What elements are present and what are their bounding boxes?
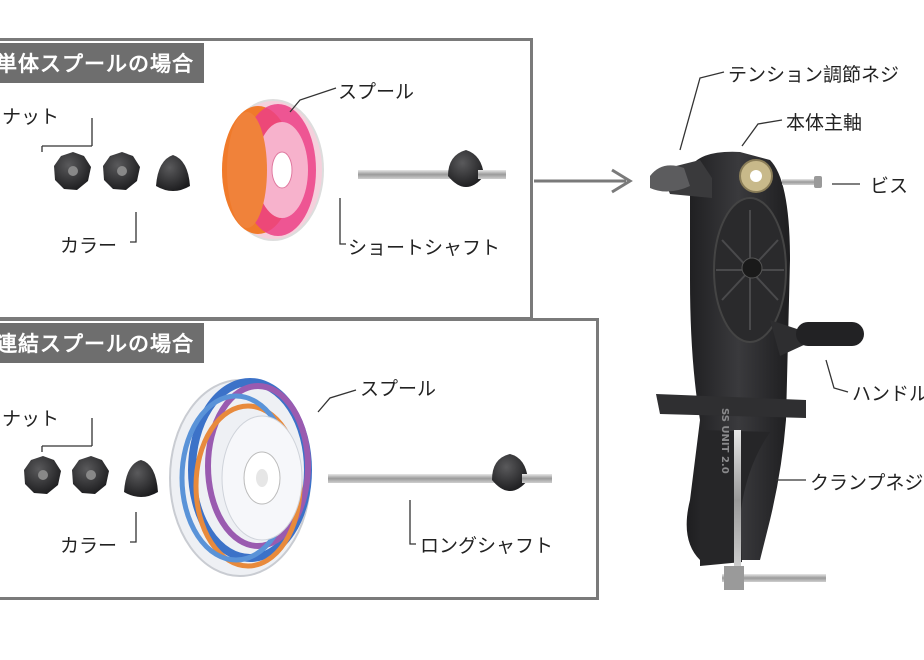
collar-icon-1 xyxy=(156,155,190,191)
body-shaft-label: 本体主軸 xyxy=(786,112,863,134)
long-shaft-icon xyxy=(328,454,552,491)
spool-label-2: スプール xyxy=(360,378,437,400)
device-leaders xyxy=(679,71,860,481)
panel-single-title: 単体スプールの場合 xyxy=(0,43,204,83)
nut-bracket-2 xyxy=(41,418,93,452)
long-shaft-label: ロングシャフト xyxy=(420,535,554,557)
line-winder-device xyxy=(650,151,864,590)
collar-label-2: カラー xyxy=(60,535,118,557)
spool-orange-icon xyxy=(222,99,324,241)
spool-label-1: スプール xyxy=(338,81,415,103)
short-shaft-bracket xyxy=(339,198,346,245)
nut-bracket-1 xyxy=(41,118,93,152)
screw-label: ビス xyxy=(870,175,909,197)
nut-label-2: ナット xyxy=(2,408,60,430)
nut-icon-1a xyxy=(54,152,91,190)
brand-text: SS UNIT 2.0 xyxy=(719,408,730,474)
arrow-to-device xyxy=(534,168,633,194)
nut-icon-2a xyxy=(24,456,61,494)
nut-icon-2b xyxy=(72,456,109,494)
short-shaft-icon xyxy=(358,150,506,187)
panel-linked-title: 連結スプールの場合 xyxy=(0,323,204,363)
tension-screw-label: テンション調節ネジ xyxy=(728,64,900,86)
spool-leader-2 xyxy=(317,389,357,413)
nut-label-1: ナット xyxy=(2,106,60,128)
handle-label: ハンドル xyxy=(852,383,924,405)
nut-icon-1b xyxy=(103,152,140,190)
spool-linked-icon xyxy=(169,378,312,577)
clamp-screw-label: クランプネジ xyxy=(810,472,924,494)
short-shaft-label: ショートシャフト xyxy=(348,237,501,259)
collar-bracket-2 xyxy=(130,512,137,543)
collar-label-1: カラー xyxy=(60,235,118,257)
screw-icon xyxy=(782,176,822,188)
long-shaft-bracket xyxy=(409,500,416,545)
spool-leader-1 xyxy=(289,87,337,113)
collar-icon-2 xyxy=(124,460,158,497)
collar-bracket-1 xyxy=(130,212,137,243)
